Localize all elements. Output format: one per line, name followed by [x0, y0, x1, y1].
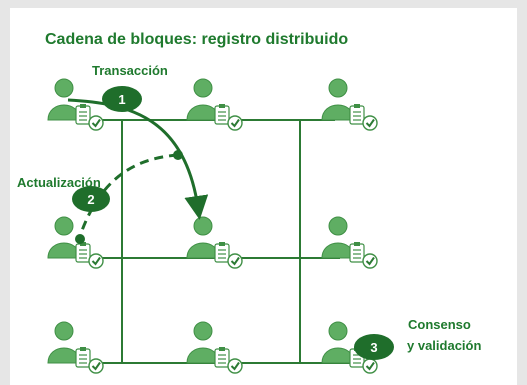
update-dot: [173, 150, 183, 160]
update-label: Actualización: [17, 175, 101, 190]
node-user-ledger-icon: [47, 78, 104, 131]
transaction-arrow: [67, 98, 209, 220]
step-1-number: 1: [118, 92, 125, 107]
distributed-ledger-diagram: 1 2 3: [47, 78, 394, 374]
diagram-panel: 1 2 3 Cadena de bloques: registro distri…: [10, 8, 517, 385]
nodes: [47, 78, 378, 374]
transaction-label: Transacción: [92, 63, 168, 78]
step-2-number: 2: [87, 192, 94, 207]
network-lines: [90, 119, 350, 364]
step-badge-2: 2: [72, 186, 110, 212]
node-user-ledger-icon: [47, 321, 104, 374]
update-dot: [75, 234, 85, 244]
node-user-ledger-icon: [47, 216, 104, 269]
step-badge-1: 1: [102, 86, 142, 112]
consensus-label-line1: Consenso: [408, 317, 471, 332]
node-user-ledger-icon: [186, 321, 243, 374]
node-user-ledger-icon: [186, 216, 243, 269]
diagram-title: Cadena de bloques: registro distribuido: [45, 31, 349, 48]
step-3-number: 3: [370, 340, 377, 355]
consensus-label-line2: y validación: [407, 338, 482, 353]
node-user-ledger-icon: [186, 78, 243, 131]
step-badge-3: 3: [354, 334, 394, 360]
node-user-ledger-icon: [321, 78, 378, 131]
node-user-ledger-icon: [321, 216, 378, 269]
